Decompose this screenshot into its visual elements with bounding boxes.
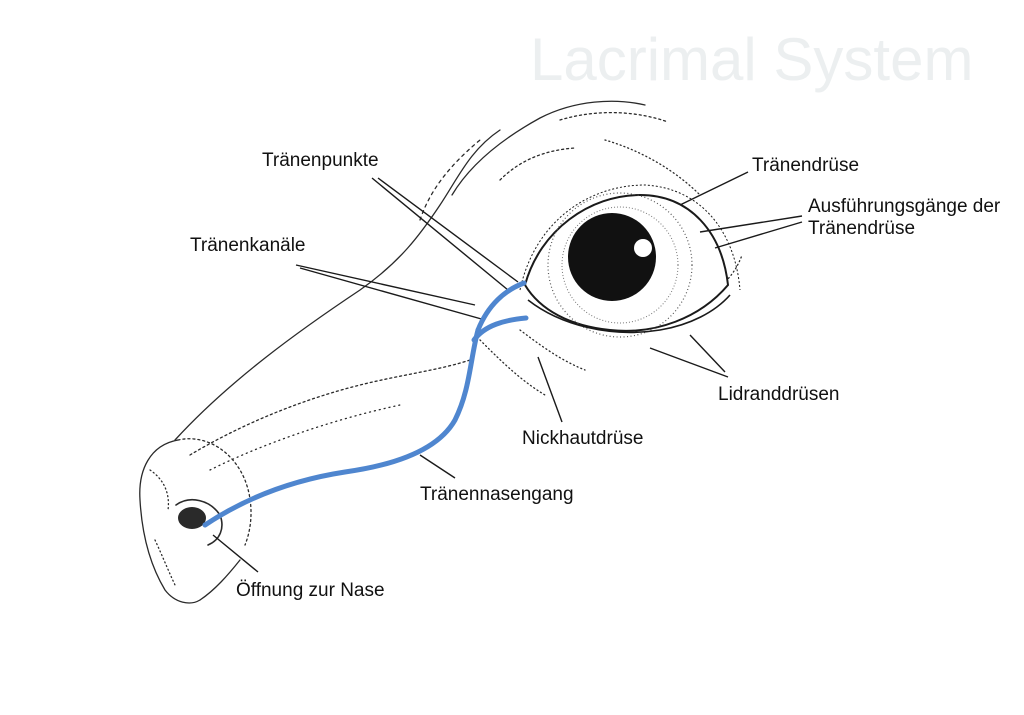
label-oeffnung-nase: Öffnung zur Nase (236, 580, 385, 601)
upper-canaliculus (475, 280, 527, 333)
label-traenendruese: Tränendrüse (752, 155, 860, 176)
leader-lines (212, 171, 803, 573)
eye-highlight (634, 239, 652, 257)
label-traenenpunkte: Tränenpunkte (262, 150, 379, 171)
label-traenennasengang: Tränennasengang (420, 484, 574, 505)
background-watermark-text: Lacrimal System (530, 26, 973, 93)
head-sketch (139, 100, 743, 604)
label-traenenkanaele: Tränenkanäle (190, 235, 306, 256)
nasolacrimal-duct (202, 280, 529, 528)
label-lidranddruesen: Lidranddrüsen (718, 384, 840, 405)
label-ausfuehrungsgaenge: Ausführungsgänge der Tränendrüse (808, 196, 1001, 239)
pupil (568, 213, 656, 301)
label-nickhautdruese: Nickhautdrüse (522, 428, 644, 449)
duct-main (202, 327, 481, 528)
eye (519, 184, 741, 338)
